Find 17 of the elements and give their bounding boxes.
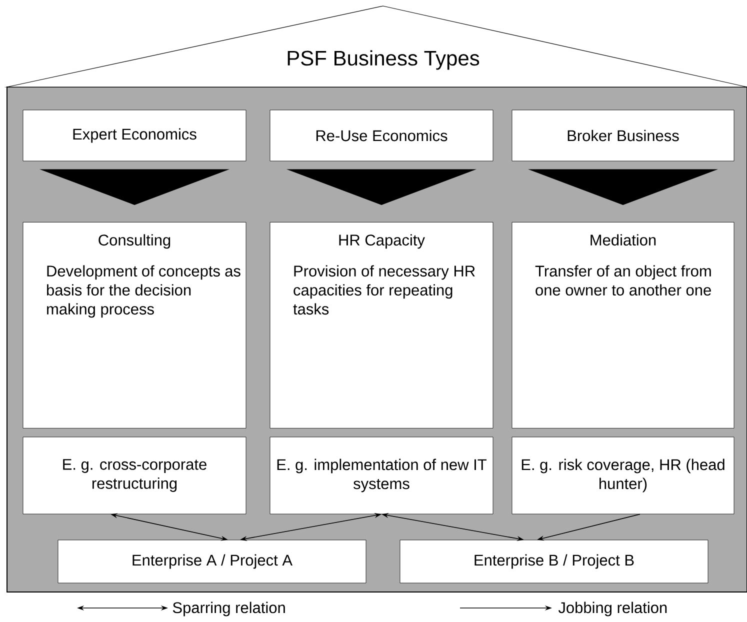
description-box: Mediation Transfer of an object from one owner to another one xyxy=(512,222,734,428)
description-box: Consulting Development of concepts as basis for the decision making process xyxy=(22,222,246,428)
legend-label: Sparring relation xyxy=(172,602,285,616)
example-box: E. g. implementation of new IT systems xyxy=(270,436,494,514)
example-box: E. g. risk coverage, HR (head hunter) xyxy=(512,436,734,514)
description-box: HR Capacity Provision of necessary HR capacities for repeating tasks xyxy=(270,222,494,428)
chevron-arrow xyxy=(40,169,230,205)
legend-label: Jobbing relation xyxy=(558,602,667,616)
chevron-arrow xyxy=(528,169,718,205)
chevron-arrow xyxy=(286,169,476,205)
example-box: E. g. cross-corporate restructuring xyxy=(22,436,246,514)
enterprise-box: Enterprise A / Project A xyxy=(58,540,366,584)
enterprise-box: Enterprise B / Project B xyxy=(400,540,708,584)
type-box: Re-Use Economics xyxy=(270,110,494,162)
type-box: Expert Economics xyxy=(22,110,246,162)
type-box: Broker Business xyxy=(512,110,734,162)
node-label: PSF Business Types xyxy=(288,50,480,70)
